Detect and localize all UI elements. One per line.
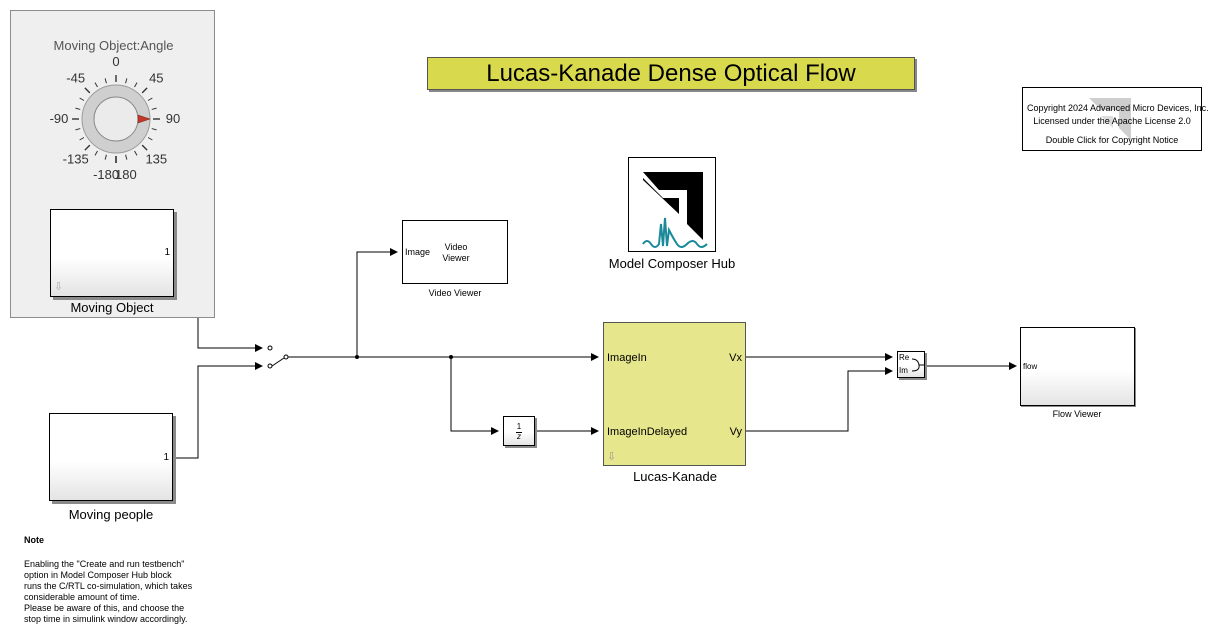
knob-tick [151,128,157,131]
flow-viewer-block[interactable]: flow [1020,327,1135,406]
note-line: runs the C/RTL co-simulation, which take… [24,581,193,591]
knob-tick [125,154,128,160]
knob-tick [79,97,85,101]
note-heading: Note [24,535,44,545]
delay-denominator: z [517,432,521,441]
model-composer-hub-block[interactable] [628,157,716,252]
note-annotation: Note Enabling the "Create and run testbe… [24,535,224,625]
wire-moving-people [174,362,263,459]
flow-viewer-label: Flow Viewer [1052,409,1102,419]
knob-tick [147,97,153,101]
knob-tick [75,128,81,131]
model-composer-hub-label: Model Composer Hub [608,256,736,271]
knob-panel: Moving Object:Angle 0 45 90 135 180-180 -135 -… [10,10,215,318]
knob-tick-label: 0 [112,54,119,69]
wire-vy [746,367,893,432]
knob-tick-label: -90 [50,111,69,126]
flow-viewer-port: flow [1023,362,1038,371]
knob-tick [141,87,148,94]
knob-tick [104,154,107,160]
knob-tick-label: 135 [145,151,167,166]
knob-tick-label: 90 [166,111,180,126]
knob-tick [104,78,107,84]
copyright-line1: Copyright 2024 Advanced Micro Devices, I… [1027,103,1209,113]
delay-fraction-bar [516,432,522,433]
moving-object-port: 1 [164,247,170,258]
manual-switch[interactable] [267,345,292,369]
moving-object-block[interactable]: 1 ⇩ [50,209,174,297]
diagram-title: Lucas-Kanade Dense Optical Flow [427,57,915,90]
unit-delay-block[interactable]: 1 z [503,416,535,446]
moving-people-port: 1 [163,452,169,463]
lucas-kanade-label: Lucas-Kanade [633,469,717,484]
knob-tick-label: 180 [115,167,137,182]
down-arrow-icon: ⇩ [607,451,617,463]
lucas-kanade-port-imageindelayed: ImageInDelayed [607,426,688,438]
knob-tick [79,137,85,141]
knob-tick [134,82,138,88]
complex-port-im: Im [899,366,908,375]
video-viewer-block[interactable]: Image Video Viewer [402,220,508,284]
note-line: option in Model Composer Hub block [24,570,172,580]
video-viewer-label: Video Viewer [428,288,482,298]
angle-knob[interactable]: 0 45 90 135 180-180 -135 -90 -45 [11,11,216,211]
note-line: Enabling the "Create and run testbench" [24,559,185,569]
knob-title: Moving Object:Angle [53,38,174,53]
knob-tick [84,144,91,151]
note-line: considerable amount of time. [24,592,140,602]
knob-tick [151,107,157,110]
knob-tick-label: -180 [93,167,119,182]
wire-to-delay [450,357,499,435]
knob-tick [94,82,98,88]
complex-port-re: Re [899,353,910,362]
wire-video-viewer [356,248,398,357]
moving-object-label: Moving Object [70,300,154,315]
real-imag-to-complex-block[interactable]: Re Im [897,351,925,378]
junction-dot [355,355,359,359]
copyright-line2: Licensed under the Apache License 2.0 [1033,116,1191,126]
lucas-kanade-port-vx: Vx [729,352,742,364]
knob-tick-label: -45 [66,71,85,86]
down-arrow-icon: ⇩ [54,281,64,293]
lucas-kanade-port-imagein: ImageIn [607,352,647,364]
knob-tick [141,144,148,151]
delay-numerator: 1 [516,422,522,431]
knob-tick-label: -135 [63,151,89,166]
moving-people-block[interactable]: 1 [49,413,173,501]
note-line: stop time in simulink window accordingly… [24,614,188,624]
amd-logo-icon [642,172,708,248]
video-viewer-text1: Video [444,242,468,252]
knob-tick [125,78,128,84]
amd-watermark-icon [1089,98,1131,140]
moving-people-label: Moving people [68,507,154,522]
lucas-kanade-block[interactable]: ImageIn ImageInDelayed Vx Vy ⇩ [603,322,746,466]
knob-tick [84,87,91,94]
knob-tick [147,137,153,141]
lucas-kanade-port-vy: Vy [729,426,742,438]
copyright-block[interactable]: Copyright 2024 Advanced Micro Devices, I… [1022,87,1209,151]
video-viewer-text2: Viewer [442,253,470,263]
copyright-line3: Double Click for Copyright Notice [1045,135,1179,145]
video-viewer-port: Image [405,247,431,257]
knob-tick [75,107,81,110]
complex-merge-icon [911,358,925,372]
knob-needle [137,114,151,124]
knob-tick [134,150,138,156]
note-line: Please be aware of this, and choose the [24,603,185,613]
knob-tick-label: 45 [149,71,163,86]
junction-dot [449,355,453,359]
knob-tick [94,150,98,156]
